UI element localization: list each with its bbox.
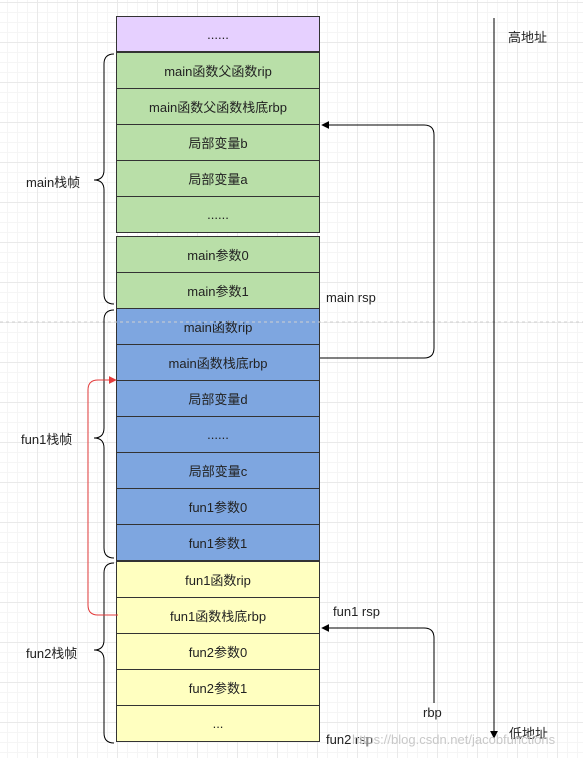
stack-cell-local-a: 局部变量a bbox=[116, 160, 320, 197]
fun2-frame-brace bbox=[93, 562, 115, 744]
fun2-rsp-label: fun2 rsp bbox=[326, 732, 373, 747]
stack-cell-fun2-arg0: fun2参数0 bbox=[116, 633, 320, 670]
fun1-frame-brace bbox=[93, 309, 115, 559]
stack-cell-top-ellipsis: ...... bbox=[116, 16, 320, 52]
stack-cell-main-rbp: main函数栈底rbp bbox=[116, 344, 320, 381]
high-address-label: 高地址 bbox=[508, 30, 548, 45]
watermark-text: https://blog.csdn.net/jacobfunctions bbox=[352, 732, 556, 747]
stack-cell-fun1-arg0: fun1参数0 bbox=[116, 488, 320, 525]
main-rbp-link-arrow bbox=[320, 121, 435, 359]
stack-cell-fun1-ellipsis: ...... bbox=[116, 416, 320, 453]
main-frame-brace bbox=[93, 53, 115, 305]
stack-cell-main-ellipsis: ...... bbox=[116, 196, 320, 233]
stack-cell-main-parent-rbp: main函数父函数栈底rbp bbox=[116, 88, 320, 125]
stack-cell-main-rip: main函数rip bbox=[116, 308, 320, 345]
rbp-pointer-arrow bbox=[321, 624, 435, 703]
fun1-rsp-label: fun1 rsp bbox=[333, 604, 380, 619]
fun1-rbp-link-arrow bbox=[87, 376, 118, 616]
stack-cell-fun1-rbp: fun1函数栈底rbp bbox=[116, 597, 320, 634]
stack-cell-fun1-rip: fun1函数rip bbox=[116, 561, 320, 598]
main-frame-label: main栈帧 bbox=[26, 175, 81, 190]
main-rsp-label: main rsp bbox=[326, 290, 376, 305]
stack-cell-bottom-ellipsis: ... bbox=[116, 705, 320, 742]
stack-cell-local-c: 局部变量c bbox=[116, 452, 320, 489]
stack-cell-fun1-arg1: fun1参数1 bbox=[116, 524, 320, 561]
rbp-label: rbp bbox=[423, 705, 442, 720]
fun2-frame-label: fun2栈帧 bbox=[26, 646, 78, 661]
low-address-label: 低地址 bbox=[509, 726, 549, 741]
stack-cell-main-arg0: main参数0 bbox=[116, 236, 320, 273]
fun1-frame-label: fun1栈帧 bbox=[21, 432, 73, 447]
